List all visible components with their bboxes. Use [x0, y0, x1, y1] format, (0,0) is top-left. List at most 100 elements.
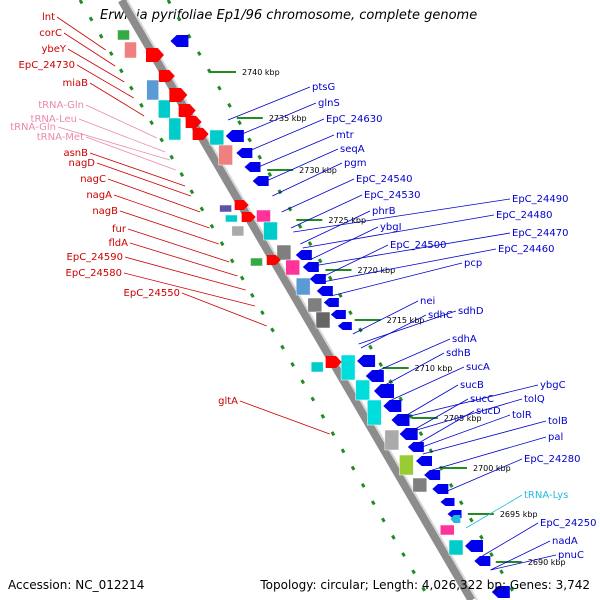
- reverse-gene-arrow: [491, 586, 510, 598]
- right-gene-block: [256, 209, 271, 223]
- left-leader-line: [76, 64, 134, 99]
- left-leader-line: [85, 136, 176, 171]
- right-label: nadA: [552, 536, 578, 547]
- map-title: Erwinia pyrifoliae Ep1/96 chromosome, co…: [100, 8, 478, 23]
- right-leader-line: [300, 210, 371, 245]
- right-label: sdhD: [458, 306, 484, 317]
- right-label: pcp: [464, 258, 482, 269]
- right-leader-line: [401, 384, 459, 419]
- right-leader-line: [391, 366, 465, 401]
- right-gene-block: [340, 354, 356, 381]
- accession-label: Accession: NC_012214: [8, 578, 145, 592]
- left-leader-line: [113, 194, 210, 229]
- right-label: EpC_24490: [512, 194, 568, 205]
- reverse-gene-arrow: [330, 310, 346, 319]
- right-leader-line: [330, 262, 463, 297]
- reverse-gene-arrow: [440, 498, 455, 506]
- right-leader-line: [422, 420, 547, 455]
- reverse-gene-arrow: [424, 470, 441, 480]
- right-leader-line: [490, 554, 557, 571]
- right-label: EpC_24480: [496, 210, 552, 221]
- forward-gene-arrow: [169, 88, 188, 102]
- right-label: EpC_24250: [540, 518, 596, 529]
- reverse-gene-arrow: [416, 456, 432, 466]
- left-label: asnB: [63, 148, 88, 159]
- left-label: tRNA-Met: [37, 132, 84, 143]
- right-leader-line: [293, 198, 511, 233]
- right-gene-block: [384, 429, 400, 451]
- right-label: EpC_24470: [512, 228, 568, 239]
- reverse-gene-arrow: [244, 162, 261, 172]
- left-label: corC: [39, 28, 62, 39]
- right-label: ybgI: [380, 222, 402, 233]
- right-leader-line: [444, 458, 523, 493]
- forward-gene-arrow: [146, 48, 164, 62]
- reverse-gene-arrow: [474, 556, 491, 566]
- right-label: ptsG: [312, 82, 335, 93]
- right-leader-line: [227, 86, 311, 121]
- left-label: nagC: [80, 174, 106, 185]
- right-gene-block: [355, 379, 370, 401]
- right-label: ybgC: [540, 380, 566, 391]
- right-leader-line: [374, 338, 451, 373]
- right-label: nei: [420, 296, 435, 307]
- right-label: seqA: [340, 144, 365, 155]
- left-label: EpC_24550: [124, 288, 180, 299]
- left-leader-line: [67, 48, 125, 83]
- right-label: sucA: [466, 362, 490, 373]
- left-label: ybeY: [41, 44, 66, 55]
- reverse-gene-arrow: [252, 176, 269, 186]
- right-leader-line: [281, 178, 355, 213]
- right-label: EpC_24460: [498, 244, 554, 255]
- reverse-gene-arrow: [407, 442, 424, 452]
- right-gene-block: [448, 539, 464, 556]
- right-label: sdhA: [452, 334, 477, 345]
- trna-lys-arrow: [450, 515, 461, 523]
- left-leader-line: [89, 152, 186, 187]
- right-gene-block: [307, 297, 323, 313]
- right-leader-line: [255, 134, 335, 169]
- right-label: EpC_24280: [524, 454, 580, 465]
- right-label: EpC_24530: [364, 190, 420, 201]
- left-leader-line: [119, 210, 219, 245]
- left-gene-block: [231, 225, 245, 237]
- reverse-gene-arrow: [357, 355, 376, 367]
- reverse-gene-arrow: [374, 384, 394, 398]
- left-gene-block: [117, 29, 130, 41]
- right-label: sdhB: [446, 348, 471, 359]
- tick-label: 2740 kbp: [242, 68, 280, 77]
- left-leader-line: [127, 228, 230, 263]
- left-leader-line: [57, 126, 170, 161]
- tick-label: 2710 kbp: [415, 364, 453, 373]
- left-leader-line: [129, 242, 238, 277]
- left-leader-line: [78, 118, 166, 153]
- left-label: EpC_24730: [19, 60, 75, 71]
- right-gene-block: [412, 477, 428, 493]
- right-leader-line: [432, 436, 547, 471]
- left-gene-block: [158, 99, 171, 119]
- left-leader-line: [181, 292, 267, 327]
- right-leader-line: [264, 148, 339, 183]
- left-leader-line: [56, 16, 106, 51]
- right-leader-line: [313, 232, 511, 267]
- right-label: sucB: [460, 380, 484, 391]
- right-gene-block: [276, 244, 292, 261]
- reverse-gene-arrow: [170, 35, 189, 47]
- forward-gene-arrow: [234, 200, 249, 210]
- right-leader-line: [302, 214, 495, 249]
- right-leader-line: [490, 540, 551, 571]
- reverse-gene-arrow: [337, 322, 352, 330]
- right-leader-line: [319, 244, 389, 279]
- left-label: miaB: [62, 78, 88, 89]
- left-label: nagD: [68, 158, 95, 169]
- right-label: sucC: [470, 394, 494, 405]
- forward-gene-arrow: [178, 104, 196, 117]
- reverse-gene-arrow: [365, 370, 384, 382]
- tick-label: 2695 kbp: [500, 510, 538, 519]
- right-label: pnuC: [558, 550, 584, 561]
- forward-gene-arrow: [325, 356, 342, 368]
- topology-label: Topology: circular; Length: 4,026,322 bp…: [260, 578, 590, 592]
- reverse-gene-arrow: [399, 428, 418, 440]
